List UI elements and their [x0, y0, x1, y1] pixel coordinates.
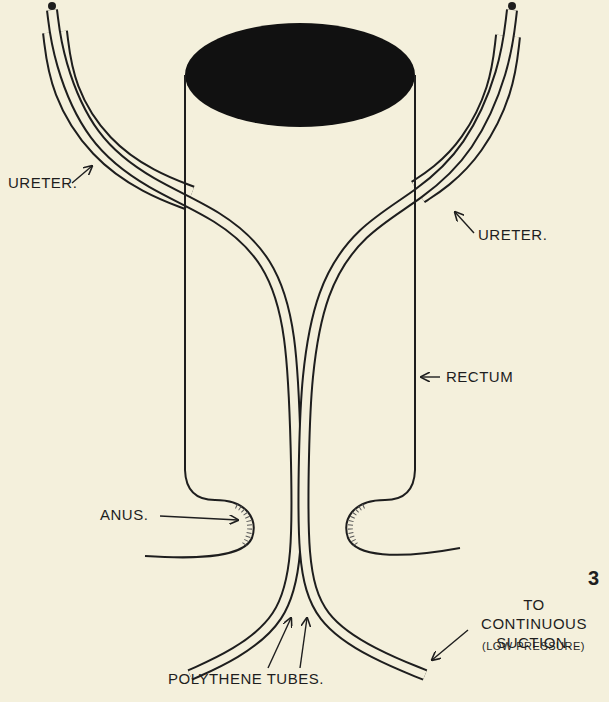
leader-line — [432, 630, 468, 660]
rectum-wall — [346, 75, 460, 555]
tube-end — [508, 2, 516, 10]
leader-line — [300, 618, 307, 668]
ureter — [418, 36, 508, 192]
figure-number: 3 — [588, 566, 600, 591]
anal-mucosa — [350, 506, 364, 546]
anal-mucosa — [236, 506, 250, 546]
part-label: URETER. — [478, 226, 547, 245]
leader-line — [455, 212, 474, 233]
leader-line — [268, 618, 291, 668]
ureter — [55, 32, 190, 198]
leader-line — [421, 376, 440, 377]
rectum-lumen — [185, 23, 415, 127]
ureter — [418, 36, 508, 192]
leader-line — [160, 516, 238, 520]
part-label: ANUS. — [100, 506, 148, 525]
rectum-wall — [145, 75, 254, 557]
tube-end — [48, 2, 56, 10]
ureter — [55, 32, 190, 198]
part-label: RECTUM — [446, 368, 513, 387]
part-label: POLYTHENE TUBES. — [168, 670, 324, 689]
part-label: URETER. — [8, 174, 77, 193]
note-label: (LOW PRESSURE) — [482, 640, 585, 654]
